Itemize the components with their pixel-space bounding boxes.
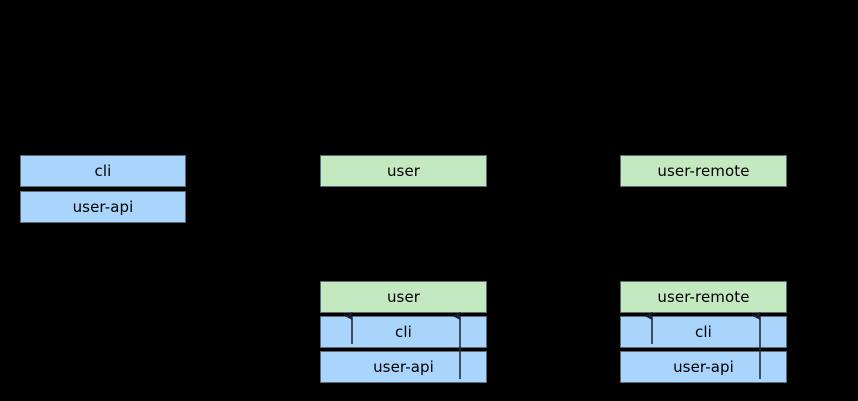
box-user-api-left[interactable]: user-api bbox=[20, 191, 186, 223]
box-user-remote-right-top[interactable]: user-remote bbox=[620, 155, 787, 187]
box-cli-right-bottom[interactable]: cli bbox=[620, 316, 787, 348]
box-user-api-right-bottom[interactable]: user-api bbox=[620, 351, 787, 383]
box-cli-middle-bottom[interactable]: cli bbox=[320, 316, 487, 348]
box-user-remote-right-bottom[interactable]: user-remote bbox=[620, 281, 787, 313]
box-user-api-middle-bottom[interactable]: user-api bbox=[320, 351, 487, 383]
box-user-middle-bottom[interactable]: user bbox=[320, 281, 487, 313]
box-cli-left[interactable]: cli bbox=[20, 155, 186, 187]
box-user-middle-top[interactable]: user bbox=[320, 155, 487, 187]
